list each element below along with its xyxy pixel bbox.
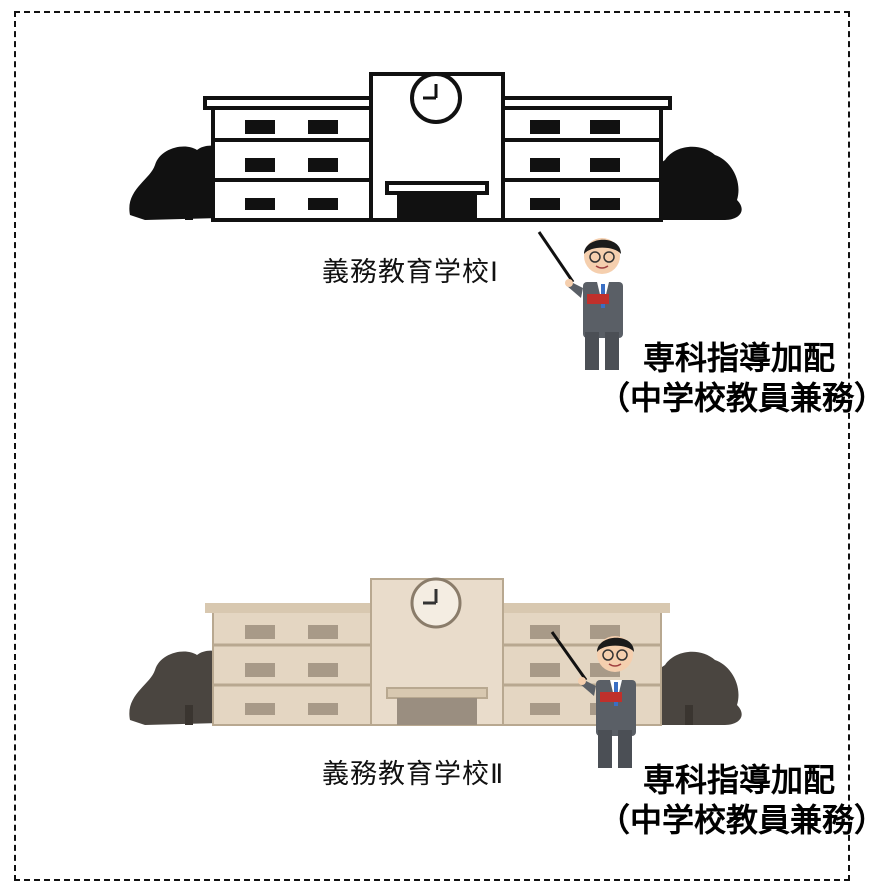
school-1-caption: 専科指導加配 （中学校教員兼務） (598, 338, 883, 418)
school-2-caption-line2: （中学校教員兼務） (598, 801, 883, 839)
school-1-caption-line1: 専科指導加配 (642, 339, 835, 377)
school-2-label: 義務教育学校Ⅱ (322, 759, 505, 790)
school-building-1-illustration (125, 70, 750, 225)
school-1-caption-line2: （中学校教員兼務） (598, 379, 883, 417)
school-2-caption: 専科指導加配 （中学校教員兼務） (598, 760, 883, 840)
school-building-2-illustration (125, 575, 750, 730)
teacher-1-illustration (535, 212, 645, 372)
school-1-label: 義務教育学校Ⅰ (322, 257, 499, 288)
school-2-caption-line1: 専科指導加配 (642, 761, 835, 799)
teacher-2-illustration (548, 610, 658, 770)
